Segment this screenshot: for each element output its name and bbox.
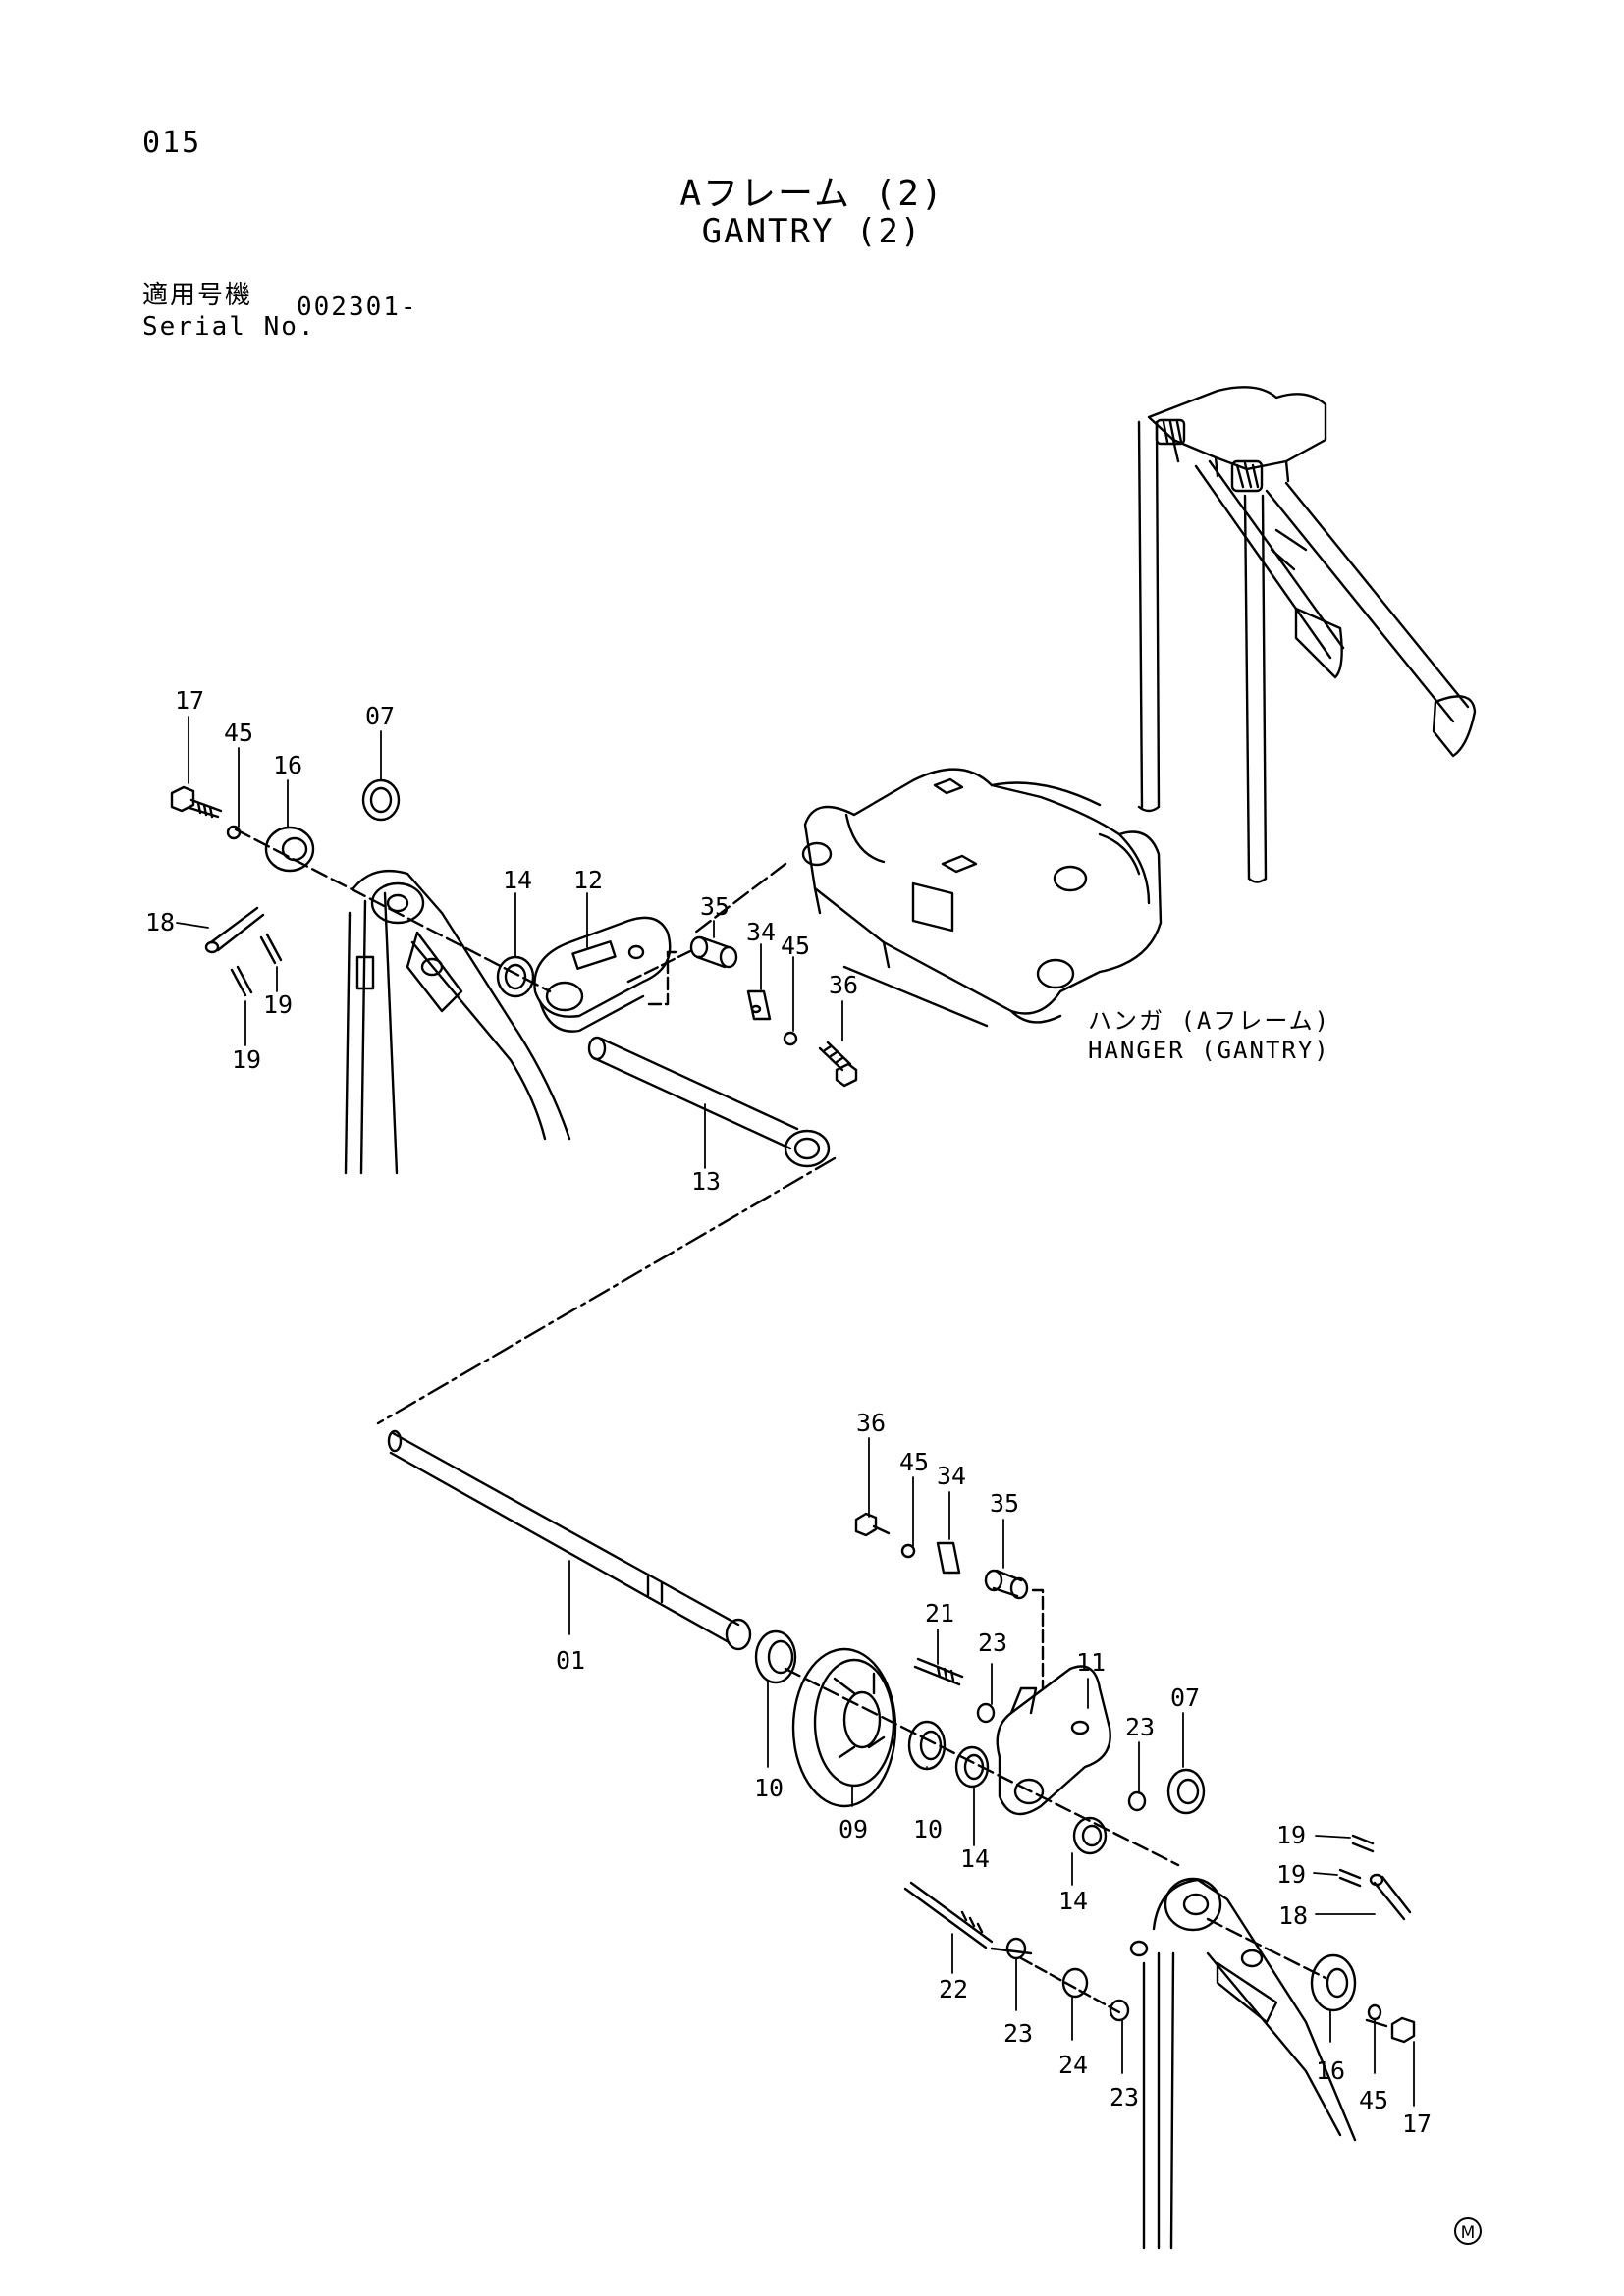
callout-34: 34 — [746, 918, 776, 946]
assembly-connector-line — [376, 1156, 837, 1425]
callout-18: 18 — [1278, 1901, 1308, 1930]
page-number: 015 — [142, 126, 202, 160]
callout-12: 12 — [573, 866, 603, 894]
callout-22: 22 — [939, 1975, 968, 2003]
callout-14: 14 — [1058, 1887, 1088, 1915]
callout-45: 45 — [781, 932, 810, 960]
callout-21: 21 — [925, 1599, 954, 1628]
title-english: GANTRY (2) — [701, 212, 923, 251]
callout-34: 34 — [937, 1462, 966, 1490]
callout-45: 45 — [224, 719, 253, 747]
callout-36: 36 — [856, 1409, 886, 1437]
callout-24: 24 — [1058, 2051, 1088, 2079]
callout-09: 09 — [839, 1815, 868, 1843]
callout-35: 35 — [700, 892, 730, 921]
gantry-overview-inset — [1137, 386, 1477, 883]
callout-35: 35 — [990, 1489, 1019, 1518]
callout-07: 07 — [1170, 1683, 1200, 1712]
upper-assembly — [170, 768, 1163, 1175]
callout-19: 19 — [1276, 1821, 1306, 1849]
serial-label-japanese: 適用号機 — [142, 281, 253, 310]
callout-10: 10 — [754, 1774, 784, 1802]
callout-14: 14 — [960, 1844, 990, 1873]
callout-17: 17 — [1402, 2109, 1432, 2138]
callout-17: 17 — [175, 686, 204, 715]
callout-45: 45 — [1359, 2086, 1388, 2114]
callout-23: 23 — [978, 1629, 1007, 1657]
callout-13: 13 — [691, 1167, 721, 1196]
callout-23: 23 — [1003, 2019, 1033, 2048]
callout-11: 11 — [1076, 1648, 1106, 1677]
hanger-label-japanese: ハンガ (Aフレーム) — [1088, 1007, 1331, 1035]
callouts-upper: 17 45 16 07 18 19 19 14 12 35 34 45 36 1… — [145, 686, 858, 1196]
callout-16: 16 — [1316, 2056, 1345, 2085]
callout-18: 18 — [145, 908, 175, 936]
callout-10: 10 — [913, 1815, 943, 1843]
serial-number-value: 002301- — [297, 293, 418, 322]
callouts-lower: 36 45 34 35 21 23 11 23 07 01 10 09 10 1… — [556, 1409, 1432, 2138]
callout-07: 07 — [365, 702, 395, 730]
callout-45: 45 — [899, 1448, 929, 1476]
callout-01: 01 — [556, 1646, 585, 1675]
mark-letter: M — [1461, 2223, 1476, 2243]
callout-19: 19 — [1276, 1860, 1306, 1889]
serial-label-english: Serial No. — [142, 312, 316, 342]
callout-19: 19 — [232, 1045, 261, 1074]
lower-assembly — [387, 1429, 1416, 2250]
callout-14: 14 — [503, 866, 532, 894]
callout-leaders — [176, 716, 1415, 2107]
callout-36: 36 — [829, 971, 858, 999]
callout-16: 16 — [273, 751, 302, 779]
circled-m-mark: M — [1454, 2217, 1482, 2245]
callout-19: 19 — [263, 990, 293, 1019]
title-japanese: Aフレーム (2) — [679, 174, 945, 214]
callout-23: 23 — [1110, 2083, 1139, 2111]
hanger-label-english: HANGER (GANTRY) — [1088, 1037, 1330, 1064]
callout-23: 23 — [1125, 1713, 1155, 1741]
